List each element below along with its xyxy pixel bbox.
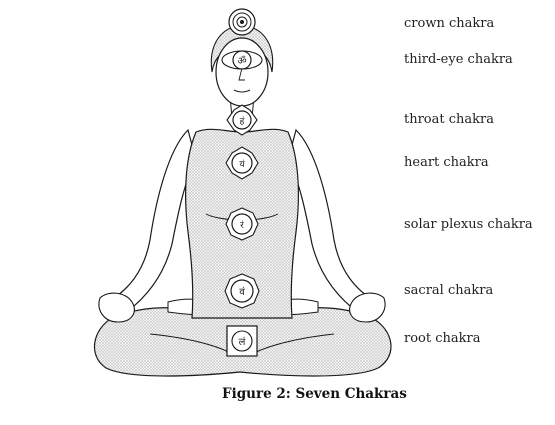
heart-chakra-symbol: यं xyxy=(225,146,259,180)
throat-chakra-symbol: हं xyxy=(226,104,258,136)
label-third-eye-chakra: third-eye chakra xyxy=(404,52,513,67)
label-throat-chakra: throat chakra xyxy=(404,112,494,127)
right-hand xyxy=(349,292,386,323)
label-sacral-chakra: sacral chakra xyxy=(404,283,494,298)
label-heart-chakra: heart chakra xyxy=(404,155,489,170)
root-chakra-symbol: लं xyxy=(226,325,258,357)
sacral-glyph: वं xyxy=(239,286,245,298)
label-root-chakra: root chakra xyxy=(404,331,481,346)
crown-chakra-symbol xyxy=(228,8,256,36)
throat-glyph: हं xyxy=(240,116,245,127)
face xyxy=(215,37,269,107)
label-crown-chakra: crown chakra xyxy=(404,16,495,31)
sacral-chakra-symbol: वं xyxy=(224,273,260,309)
left-arm xyxy=(106,128,197,315)
solar-plexus-glyph: रं xyxy=(240,220,244,231)
root-glyph: लं xyxy=(239,336,246,348)
label-solar-plexus-chakra: solar plexus chakra xyxy=(404,217,533,232)
third-eye-chakra-symbol: ॐ xyxy=(221,50,263,70)
solar-plexus-chakra-symbol: रं xyxy=(225,207,259,241)
figure-caption: Figure 2: Seven Chakras xyxy=(222,386,407,402)
right-arm xyxy=(287,128,378,315)
third-eye-glyph: ॐ xyxy=(237,55,246,67)
heart-glyph: यं xyxy=(239,159,245,170)
left-hand xyxy=(98,292,135,323)
